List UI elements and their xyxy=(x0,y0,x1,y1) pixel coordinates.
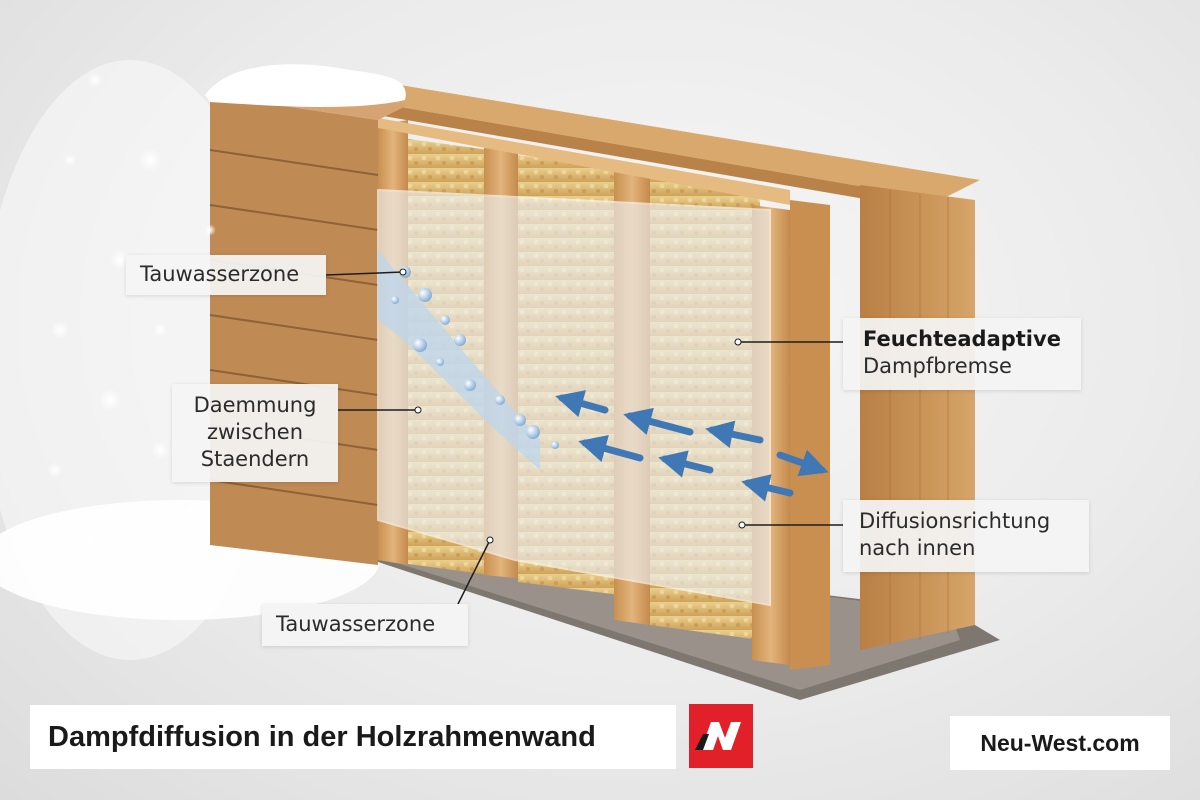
label-line-1: Daemmung xyxy=(182,392,328,419)
label-feuchteadaptive-dampfbremse: Feuchteadaptive Dampfbremse xyxy=(843,318,1081,390)
label-daemmung: Daemmung zwischen Staendern xyxy=(172,384,338,482)
label-line-2: Dampfbremse xyxy=(863,353,1061,380)
label-tauwasserzone-top: Tauwasserzone xyxy=(126,255,326,295)
neu-west-logo-icon xyxy=(689,704,753,768)
label-line-2: zwischen xyxy=(182,419,328,446)
logo-mark-icon xyxy=(689,704,753,768)
label-line-3: Staendern xyxy=(182,446,328,473)
label-text: Tauwasserzone xyxy=(140,261,312,288)
site-name[interactable]: Neu-West.com xyxy=(950,716,1170,770)
interior-panel xyxy=(860,185,975,650)
snow-cap xyxy=(205,64,406,107)
label-line-1: Diffusionsrichtung xyxy=(859,508,1073,535)
label-line-2: nach innen xyxy=(859,535,1073,562)
label-line-1: Feuchteadaptive xyxy=(863,326,1061,353)
diagram-title: Dampfdiffusion in der Holzrahmenwand xyxy=(30,705,676,769)
label-diffusionsrichtung: Diffusionsrichtung nach innen xyxy=(843,500,1089,572)
label-text: Tauwasserzone xyxy=(276,611,454,638)
label-tauwasserzone-bottom: Tauwasserzone xyxy=(262,604,468,646)
